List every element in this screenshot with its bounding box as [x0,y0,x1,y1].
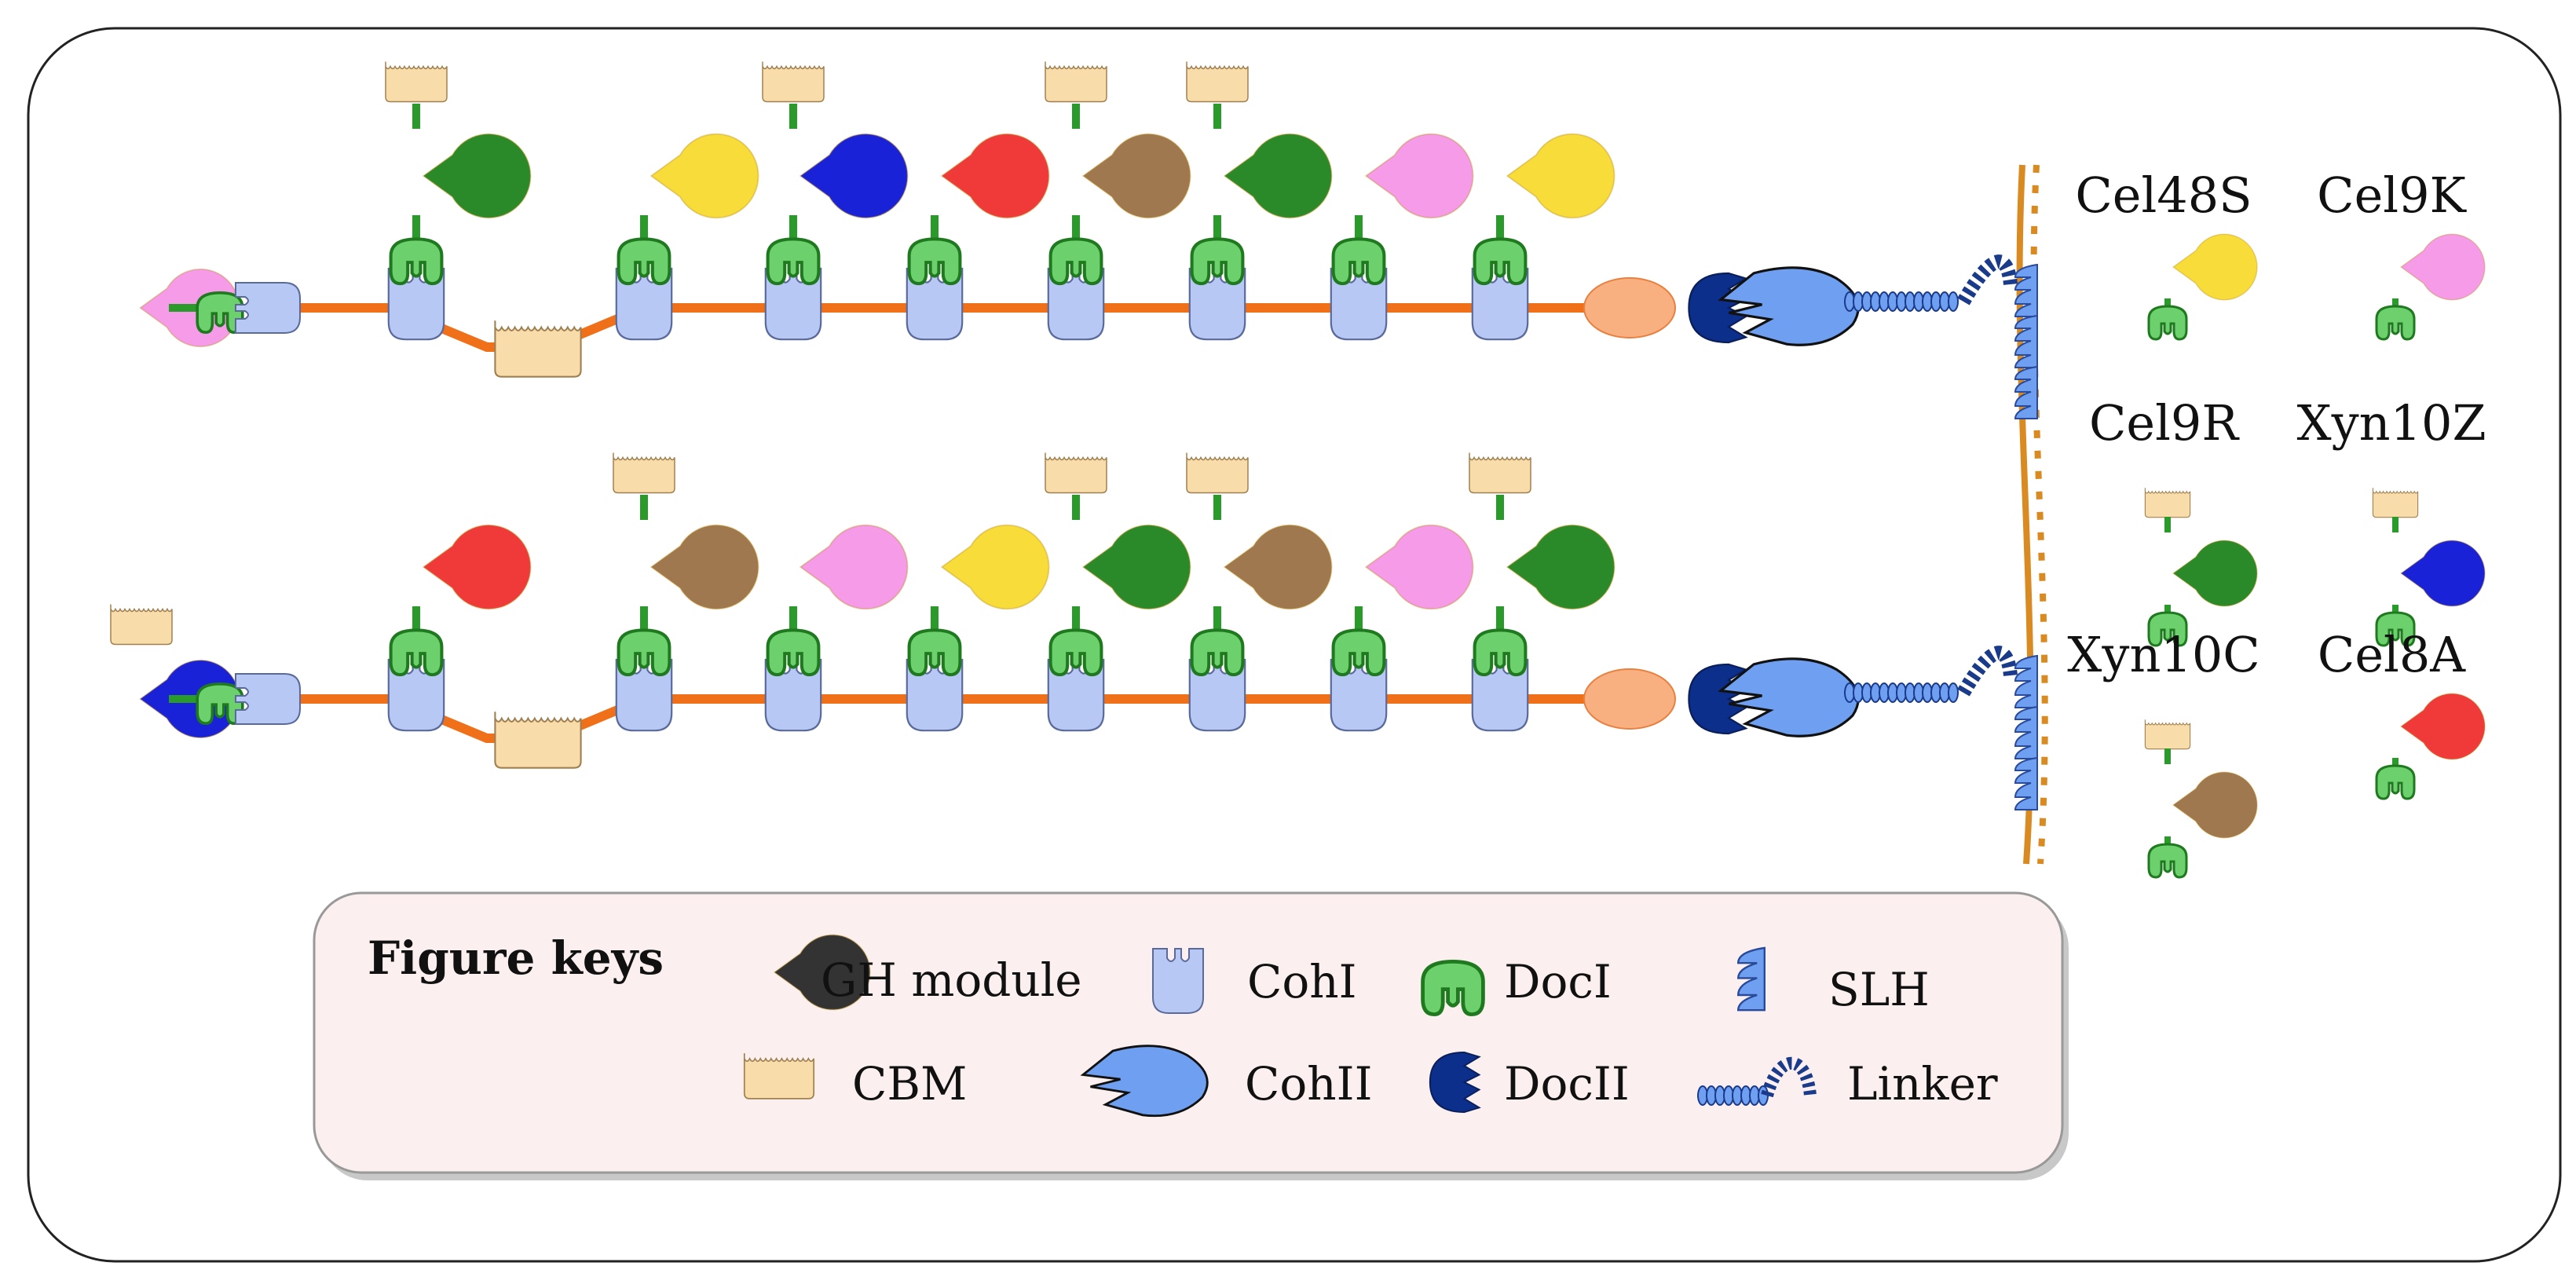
top-module-8 [1475,133,1615,284]
enzyme-cel48s [2147,233,2258,341]
cohI-icon [1152,948,1204,1014]
dockerin-I [391,630,442,675]
dockerin-I [1192,630,1243,675]
top-x-module [1583,277,1676,338]
top-module-2 [619,133,759,284]
enzyme-xyn10z [2372,487,2486,647]
scaffold-top [139,60,2038,419]
legend: Figure keys GH module CohI DocI SLH CBM … [313,891,2069,1180]
bottom-module-6 [1186,452,1333,675]
enzyme-key: Cel48S Cel9K Cel9R Xyn10Z Xyn10C Cel8A [2067,166,2486,879]
dockerin-I [1475,239,1526,284]
dockerin-I [2375,764,2416,800]
bottom-linker-curl [1957,646,2018,697]
dockerin-I [1051,239,1102,284]
bottom-module-2 [613,452,759,675]
docI-icon [1423,961,1484,1014]
bottom-module-5 [1045,452,1191,675]
enzyme-label-xyn10c: Xyn10C [2067,626,2259,683]
enzyme-label-cel9k: Cel9K [2317,166,2467,224]
legend-cohII: CohII [1245,1057,1372,1111]
dockerin-I [1334,630,1385,675]
dockerin-I [2147,305,2188,341]
dockerin-I [2375,305,2416,341]
scaffold-bottom [110,452,2038,810]
dockerin-I [619,239,670,284]
legend-box [313,891,2064,1174]
legend-title: Figure keys [368,931,664,985]
dockerin-I [1475,630,1526,675]
dockerin-I [909,239,961,284]
legend-linker: Linker [1847,1057,1998,1111]
top-module-7 [1334,133,1474,284]
legend-linker-beads [1697,1085,1769,1106]
enzyme-label-cel9r: Cel9R [2089,394,2240,452]
bottom-x-module [1583,668,1676,730]
top-module-3 [762,60,909,284]
legend-linker-curl [1761,1056,1817,1098]
dockerin-I [2147,843,2188,879]
top-module-5 [1045,60,1191,284]
legend-docI: DocI [1504,955,1612,1008]
bottom-module-1 [391,524,532,675]
top-first-cohesin [235,282,301,334]
dockerin-I [768,630,819,675]
dockerin-I [1192,239,1243,284]
dockerin-I [768,239,819,284]
top-module-6 [1186,60,1333,284]
dockerin-I [1334,239,1385,284]
dockerin-I [619,630,670,675]
dockerin-I [909,630,961,675]
legend-slh: SLH [1828,963,1930,1016]
bottom-module-4 [909,524,1050,675]
enzyme-cel8a [2375,693,2486,800]
legend-cbm: CBM [852,1057,967,1111]
linker-icon [1697,1056,1817,1106]
top-linker [1844,291,1959,312]
bottom-module-8 [1469,452,1615,675]
top-module-1 [385,60,532,284]
dockerin-I [1051,630,1102,675]
enzyme-label-xyn10z: Xyn10Z [2296,394,2486,452]
legend-docII: DocII [1504,1057,1630,1111]
top-linker-curl [1957,254,2018,306]
enzyme-cel9r [2144,487,2258,647]
bottom-module-3 [768,524,909,675]
top-module-4 [909,133,1050,284]
bottom-module-7 [1334,524,1474,675]
legend-gh-module: GH module [821,953,1082,1007]
bottom-first-cohesin [235,673,301,725]
legend-cohI: CohI [1247,955,1357,1008]
bottom-linker [1844,682,1959,703]
enzyme-label-cel8a: Cel8A [2318,626,2466,683]
dockerin-I [391,239,442,284]
enzyme-label-cel48s: Cel48S [2075,166,2252,224]
enzyme-xyn10c [2144,719,2258,879]
enzyme-cel9k [2375,233,2486,341]
